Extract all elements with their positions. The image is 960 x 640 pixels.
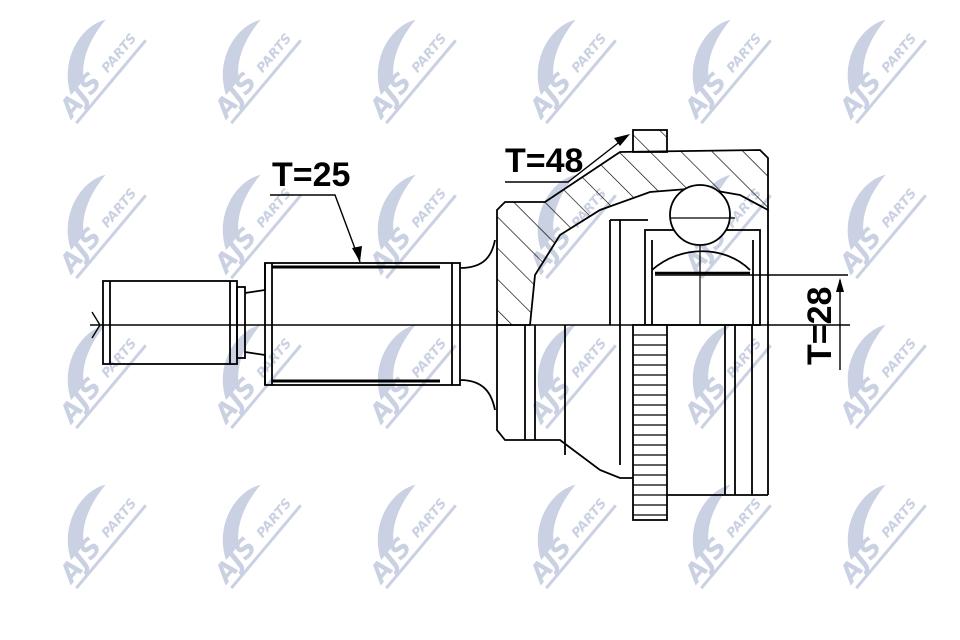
watermark-logo: AJS PARTS [678, 484, 772, 590]
watermark-logo: AJS PARTS [363, 324, 457, 430]
watermark-logo: AJS PARTS [53, 324, 147, 430]
watermark-logo: AJS PARTS [53, 484, 147, 590]
watermark-logo: AJS PARTS [208, 484, 302, 590]
watermark-logo: AJS PARTS [53, 19, 147, 125]
watermark-logo: AJS PARTS [833, 174, 927, 280]
watermark-logo: AJS PARTS [833, 484, 927, 590]
abs-ring [632, 324, 668, 521]
watermark-logo: AJS PARTS [833, 19, 927, 125]
dimension-label-t48: T=48 [505, 142, 583, 180]
centerline-arrow-icon [91, 311, 101, 339]
dimension-t25: T=25 [270, 156, 362, 263]
watermark-logo: AJS PARTS [523, 484, 617, 590]
watermark-logo: AJS PARTS [363, 484, 457, 590]
housing-lower [496, 184, 769, 521]
watermark-logo: AJS PARTS [208, 19, 302, 125]
watermark-logo: AJS PARTS [523, 324, 617, 430]
watermark-logo: AJS PARTS [53, 174, 147, 280]
shaft [264, 262, 461, 386]
dimension-t28: T=28 [655, 274, 848, 370]
dimension-label-t25: T=25 [272, 156, 350, 194]
watermark-logo: AJS PARTS [363, 19, 457, 125]
watermark-logo: AJS PARTS [523, 19, 617, 125]
dimension-label-t28: T=28 [801, 287, 839, 365]
watermark-layer: AJS PARTS AJS PARTS AJS PARTS AJS PARTS … [53, 19, 927, 590]
dimension-t48: T=48 [505, 134, 630, 183]
watermark-logo: AJS PARTS [678, 324, 772, 430]
watermark-logo: AJS PARTS [678, 19, 772, 125]
